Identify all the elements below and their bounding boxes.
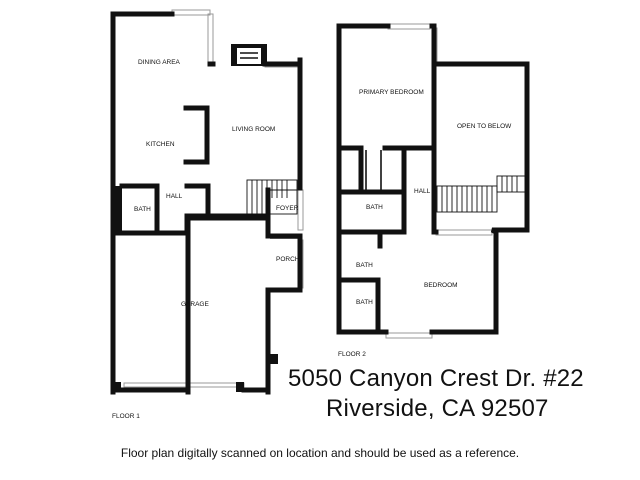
address-line-2: Riverside, CA 92507: [326, 395, 549, 422]
stairs: [436, 175, 526, 213]
fireplace-box: [237, 48, 261, 64]
garage-post: [236, 382, 244, 392]
window: [297, 189, 304, 231]
room-label-bedroom: BEDROOM: [424, 282, 458, 289]
room-label-bath: BATH: [134, 206, 151, 213]
address-line-1: 5050 Canyon Crest Dr. #22: [288, 365, 584, 392]
window: [385, 332, 433, 339]
bath-cabinet: [113, 186, 122, 233]
floor-2-interior-wall: [336, 145, 439, 335]
room-label-kitchen: KITCHEN: [146, 141, 175, 148]
room-label-open-to-below: OPEN TO BELOW: [457, 123, 512, 130]
room-label-garage: GARAGE: [181, 301, 209, 308]
room-label-foyer: FOYER: [276, 205, 299, 212]
room-label-primary-bedroom: PRIMARY BEDROOM: [359, 89, 424, 96]
room-label-dining-area: DINING AREA: [138, 59, 181, 66]
foyer-wall: [265, 187, 303, 293]
window: [207, 13, 214, 65]
floor-1-plan: DINING AREA KITCHEN LIVING ROOM HALL BAT…: [110, 9, 304, 420]
stairs: [246, 179, 298, 215]
room-label-living-room: LIVING ROOM: [232, 126, 275, 133]
floor-1-interior-wall: [110, 105, 271, 239]
room-label-hall: HALL: [166, 193, 183, 200]
floor-2-label: FLOOR 2: [338, 351, 366, 358]
room-label-bath-lower: BATH: [356, 299, 373, 306]
garage-door: [123, 382, 245, 388]
floor-2-plan: PRIMARY BEDROOM OPEN TO BELOW HALL BATH …: [336, 23, 530, 358]
garage-post: [268, 354, 278, 364]
room-label-porch: PORCH: [276, 256, 300, 263]
floor-1-label: FLOOR 1: [112, 413, 140, 420]
window: [435, 229, 493, 236]
disclaimer-text: Floor plan digitally scanned on location…: [120, 446, 520, 460]
room-label-hall: HALL: [414, 188, 431, 195]
garage-post: [113, 382, 121, 392]
floor-1-outer-wall: [110, 11, 303, 395]
window: [171, 9, 211, 16]
room-label-bath-middle: BATH: [356, 262, 373, 269]
floor-2-outer-wall: [336, 23, 530, 335]
room-label-bath-upper: BATH: [366, 204, 383, 211]
window: [387, 23, 431, 30]
